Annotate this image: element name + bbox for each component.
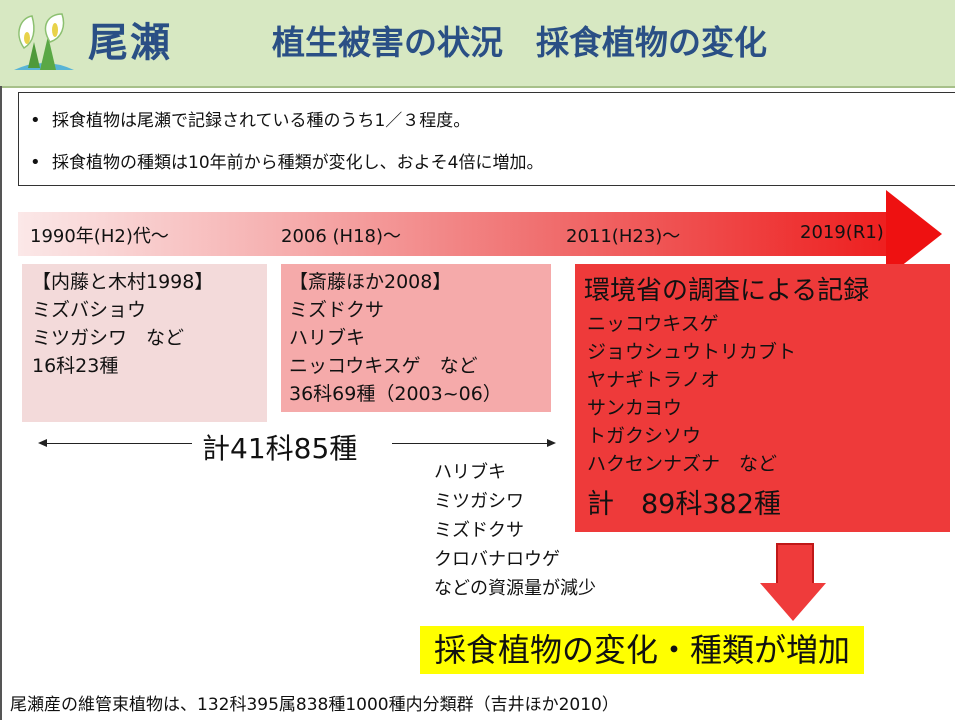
summary-bullet-text: 採食植物の種類は10年前から種類が変化し、およそ4倍に増加。 bbox=[52, 153, 544, 173]
conclusion-banner: 採食植物の変化・種類が増加 bbox=[420, 626, 865, 674]
summary-bullet-text: 採食植物は尾瀬で記録されている種のうち1／３程度。 bbox=[52, 111, 471, 131]
box2-line: ニッコウキスゲ など bbox=[289, 355, 478, 377]
period-label-1990: 1990年(H2)代～ bbox=[30, 226, 169, 247]
box2-count: 36科69種（2003~06） bbox=[289, 383, 502, 405]
footnote: 尾瀬産の維管束植物は、132科395属838種1000種内分類群（吉井ほか201… bbox=[10, 695, 619, 715]
box3-line: サンカヨウ bbox=[587, 397, 683, 419]
box1-line: ミズバショウ bbox=[32, 299, 147, 321]
header-bar bbox=[0, 0, 955, 88]
mizubasho-logo-icon bbox=[14, 13, 74, 70]
box3-line: ヤナギトラノオ bbox=[587, 369, 720, 391]
timeline-arrow-head-icon bbox=[886, 190, 942, 278]
range-line-right bbox=[392, 443, 550, 444]
combined-total: 計41科85種 bbox=[196, 427, 364, 467]
box3-line: ニッコウキスゲ bbox=[587, 313, 719, 335]
box2-line: ハリブキ bbox=[289, 327, 366, 349]
box1-count: 16科23種 bbox=[32, 355, 119, 377]
box3-title: 環境省の調査による記録 bbox=[584, 276, 870, 306]
range-line-left bbox=[42, 443, 192, 444]
timeline-band bbox=[18, 212, 888, 256]
period-label-2011: 2011(H23)～ bbox=[566, 226, 681, 247]
record-box-2008 bbox=[281, 264, 551, 412]
period-label-2019: 2019(R1) bbox=[800, 222, 884, 243]
box2-line: ミズドクサ bbox=[289, 299, 385, 321]
box1-source: 【内藤と木村1998】 bbox=[32, 271, 214, 293]
decrease-list: ハリブキ ミツガシワ ミズドクサ クロバナロウゲ などの資源量が減少 bbox=[434, 458, 596, 603]
brand-title: 尾瀬 bbox=[88, 20, 172, 66]
box3-line: トガクシソウ bbox=[587, 425, 702, 447]
box3-line: ジョウシュウトリカブト bbox=[587, 341, 797, 363]
page-title: 植生被害の状況 採食植物の変化 bbox=[272, 23, 767, 62]
down-arrow-shaft bbox=[776, 543, 814, 585]
decrease-item: ハリブキ bbox=[434, 462, 506, 483]
box3-line: ハクセンナズナ など bbox=[587, 453, 778, 475]
decrease-item: ミズドクサ bbox=[434, 520, 524, 541]
decrease-item: ミツガシワ bbox=[434, 491, 524, 512]
down-arrow-icon bbox=[760, 583, 826, 621]
arrow-left-icon bbox=[38, 439, 47, 447]
summary-bullet: • 採食植物は尾瀬で記録されている種のうち1／３程度。 bbox=[30, 106, 470, 131]
summary-box bbox=[18, 92, 955, 186]
box2-source: 【斎藤ほか2008】 bbox=[289, 271, 452, 293]
record-box-1998 bbox=[22, 264, 267, 422]
bullet-dot-icon: • bbox=[30, 110, 41, 131]
record-box-moe bbox=[575, 264, 950, 532]
box1-line: ミツガシワ など bbox=[32, 327, 185, 349]
summary-bullet: • 採食植物の種類は10年前から種類が変化し、およそ4倍に増加。 bbox=[30, 148, 543, 173]
bullet-dot-icon: • bbox=[30, 152, 41, 173]
left-border bbox=[0, 86, 2, 720]
decrease-note: などの資源量が減少 bbox=[434, 578, 596, 599]
decrease-item: クロバナロウゲ bbox=[434, 549, 560, 570]
period-label-2006: 2006 (H18)～ bbox=[281, 226, 402, 247]
box3-total: 計 89科382種 bbox=[587, 489, 781, 520]
arrow-right-icon bbox=[547, 439, 556, 447]
